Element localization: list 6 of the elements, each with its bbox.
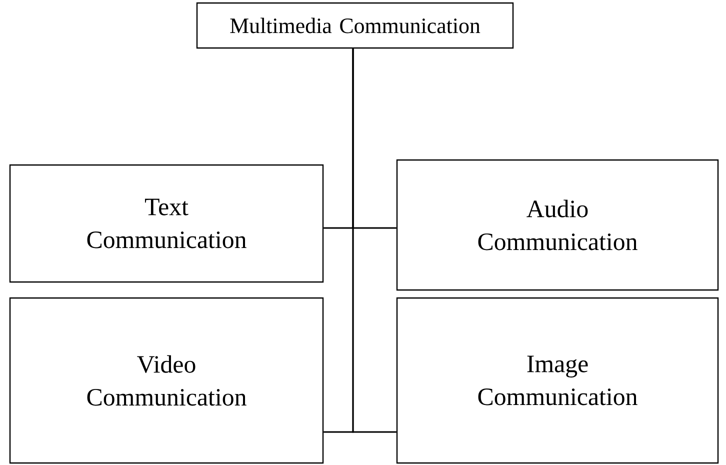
connector	[352, 48, 396, 433]
process-box: Image Communication	[396, 297, 719, 464]
process-box: Audio Communication	[396, 159, 719, 291]
process-box: Multimedia Communication	[196, 2, 514, 49]
process-box: Text Communication	[9, 164, 324, 283]
process-box: Video Communication	[9, 297, 324, 464]
